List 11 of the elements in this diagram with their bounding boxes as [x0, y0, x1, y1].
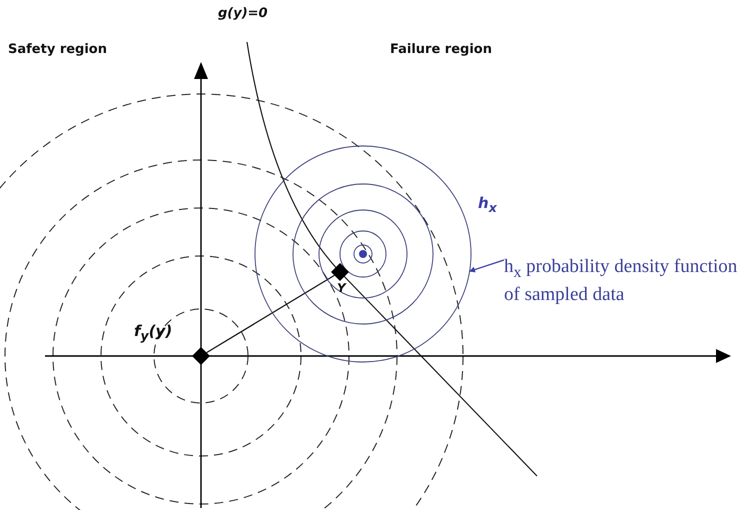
density-label: h$_{x}$ [478, 194, 497, 215]
region-label: Failure region [390, 42, 492, 57]
density-label: f$_{y}$(y) [134, 322, 172, 343]
point-marker [191, 346, 211, 366]
connector-line [206, 274, 335, 354]
annotation-text: h$_{x}$ probability density function of sampled data [504, 256, 740, 336]
region-label: Safety region [8, 42, 107, 57]
point-label: Y [337, 281, 346, 295]
point-marker [330, 262, 350, 282]
leader-arrow [469, 259, 504, 272]
curve-label: g(y)=0 [218, 6, 268, 21]
